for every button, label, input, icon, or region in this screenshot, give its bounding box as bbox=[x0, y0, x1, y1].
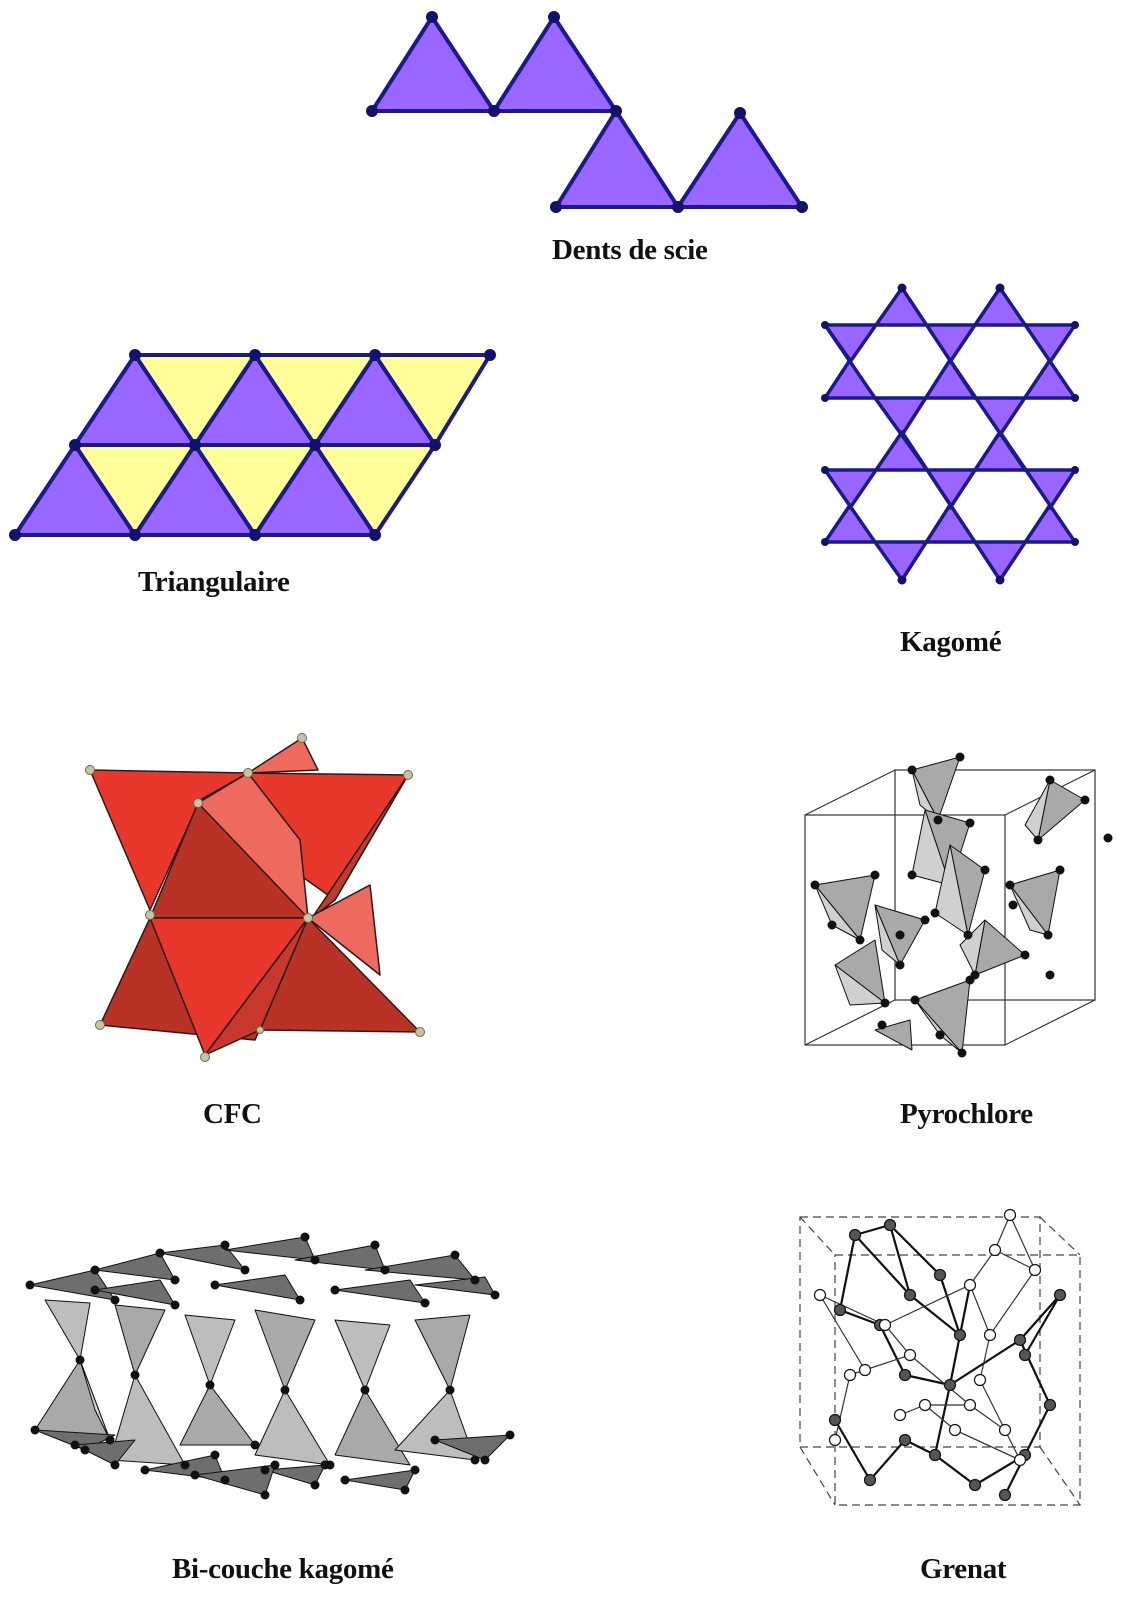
caption-dents-de-scie: Dents de scie bbox=[552, 234, 708, 266]
bilayer-kagome-lattice bbox=[15, 1225, 525, 1515]
bilayer-kagome-lattice-diagram bbox=[25, 1232, 515, 1500]
caption-grenat: Grenat bbox=[920, 1553, 1007, 1585]
caption-kagome: Kagomé bbox=[900, 626, 1002, 658]
triangular-lattice bbox=[0, 340, 510, 550]
garnet-lattice bbox=[795, 1205, 1095, 1525]
kagome-lattice bbox=[820, 280, 1090, 600]
pyrochlore-lattice bbox=[800, 745, 1120, 1070]
kagome-lattice-diagram bbox=[821, 283, 1079, 585]
sawtooth-lattice-diagram bbox=[366, 11, 808, 213]
sawtooth-lattice bbox=[360, 5, 820, 225]
caption-triangulaire: Triangulaire bbox=[138, 566, 290, 598]
caption-cfc: CFC bbox=[203, 1098, 262, 1130]
pyrochlore-lattice-diagram bbox=[804, 752, 1113, 1058]
triangular-lattice-diagram bbox=[9, 349, 496, 541]
caption-pyrochlore: Pyrochlore bbox=[900, 1098, 1033, 1130]
garnet-lattice-diagram bbox=[799, 1208, 1081, 1506]
cfc-lattice-diagram bbox=[85, 733, 425, 1062]
cfc-lattice bbox=[80, 730, 440, 1070]
caption-bicouche-kagome: Bi-couche kagomé bbox=[172, 1553, 394, 1585]
